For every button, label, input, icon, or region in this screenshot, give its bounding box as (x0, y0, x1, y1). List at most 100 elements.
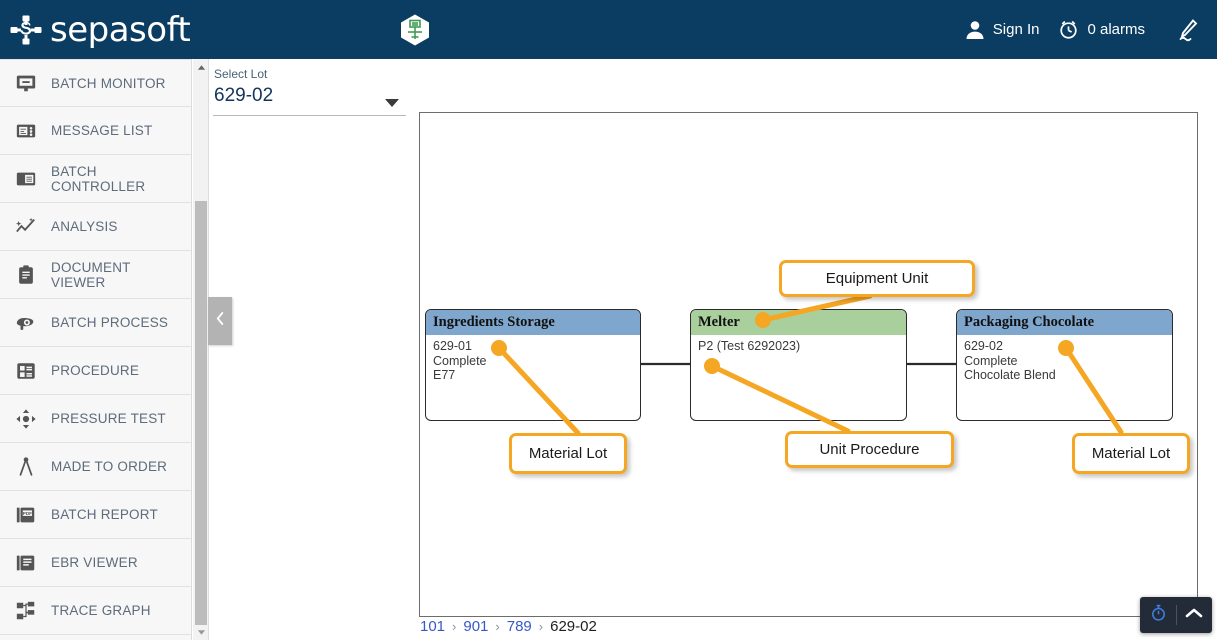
sidebar-item-trace-graph[interactable]: TRACE GRAPH (0, 587, 191, 635)
clipboard-icon (13, 262, 39, 288)
node-line: E77 (433, 368, 456, 382)
scroll-down-arrow-icon[interactable] (193, 624, 209, 640)
controller-panel-icon (13, 166, 39, 192)
node-line: 629-01 (433, 339, 472, 353)
sidebar-scrollbar[interactable] (193, 59, 209, 640)
sidebar-item-label: BATCH CONTROLLER (51, 163, 146, 194)
sidebar-item-label: BATCH MONITOR (51, 75, 166, 91)
node-body: 629-02 Complete Chocolate Blend (957, 335, 1172, 383)
chevron-up-icon (1184, 606, 1204, 625)
sidebar-item-message-list[interactable]: MESSAGE LIST (0, 107, 191, 155)
trend-chart-icon (13, 214, 39, 240)
node-body: P2 (Test 6292023) (691, 335, 906, 354)
sidebar-item-batch-controller[interactable]: BATCH CONTROLLER (0, 155, 191, 203)
node-title: Melter (691, 310, 906, 335)
annotation-callout: Unit Procedure (785, 431, 954, 468)
node-line: 629-02 (964, 339, 1003, 353)
select-lot-value[interactable]: 629-02 (214, 85, 274, 106)
batch-hexagon-icon[interactable] (398, 13, 432, 47)
annotation-callout: Material Lot (1072, 433, 1190, 474)
sidebar-item-procedure[interactable]: PROCEDURE (0, 347, 191, 395)
breadcrumb-separator: › (495, 619, 500, 634)
sidebar-item-ebr-viewer[interactable]: EBR VIEWER (0, 539, 191, 587)
stopwatch-button[interactable] (1141, 597, 1176, 633)
alarm-clock-icon (1057, 18, 1080, 41)
sidebar-item-label: MADE TO ORDER (51, 459, 168, 474)
annotation-label: Material Lot (1091, 445, 1171, 462)
user-icon (964, 19, 986, 41)
navigation-sidebar[interactable]: BATCH MONITOR MESSAGE LIST BATCH CONTROL… (0, 59, 192, 640)
breadcrumb-current: 629-02 (550, 618, 597, 635)
sidebar-item-made-to-order[interactable]: MADE TO ORDER (0, 443, 191, 491)
pen-signature-icon[interactable] (1175, 17, 1201, 43)
annotation-callout: Equipment Unit (779, 260, 975, 297)
breadcrumb-separator: › (538, 619, 544, 634)
sidebar-item-batch-monitor[interactable]: BATCH MONITOR (0, 59, 191, 107)
message-list-icon (13, 118, 39, 144)
node-title: Ingredients Storage (426, 310, 640, 335)
book-pages-icon (13, 550, 39, 576)
floating-toolbar (1140, 597, 1212, 633)
alarms-label: 0 alarms (1087, 21, 1145, 38)
node-title: Packaging Chocolate (957, 310, 1172, 335)
chevron-left-icon (215, 310, 226, 332)
breadcrumb-link[interactable]: 789 (506, 618, 532, 635)
expand-button[interactable] (1177, 597, 1212, 633)
chevron-down-icon[interactable] (385, 95, 399, 113)
diagram-node: Ingredients Storage 629-01 Complete E77 (425, 309, 641, 421)
select-lot-underline (213, 115, 406, 116)
svg-text:PDF: PDF (23, 511, 32, 516)
sidebar-item-label: BATCH REPORT (51, 507, 158, 522)
sidebar-item-batch-report[interactable]: PDF BATCH REPORT (0, 491, 191, 539)
sidebar-item-batch-process[interactable]: BATCH PROCESS (0, 299, 191, 347)
breadcrumb-link[interactable]: 901 (463, 618, 489, 635)
annotation-callout: Material Lot (509, 433, 627, 474)
sign-in-button[interactable]: Sign In (964, 19, 1040, 41)
header-actions: Sign In 0 alarms (946, 0, 1201, 59)
sidebar-item-label: PROCEDURE (51, 363, 140, 378)
sidebar-item-document-viewer[interactable]: DOCUMENT VIEWER (0, 251, 191, 299)
brand-logo[interactable]: sepasoft (10, 9, 191, 50)
breadcrumb-separator: › (452, 619, 457, 634)
sidebar-item-label: MESSAGE LIST (51, 123, 153, 138)
breadcrumb: 101 › 901 › 789 › 629-02 (420, 618, 597, 635)
scroll-up-arrow-icon[interactable] (193, 59, 209, 75)
annotation-label: Unit Procedure (819, 441, 920, 458)
scrollbar-thumb[interactable] (195, 201, 207, 625)
pdf-document-icon: PDF (13, 502, 39, 528)
lot-selector-panel: Select Lot 629-02 (210, 59, 417, 640)
select-lot-label: Select Lot (214, 67, 268, 81)
sidebar-item-label: BATCH PROCESS (51, 315, 169, 330)
sepasoft-logo-icon (10, 14, 42, 46)
node-line: Complete (964, 353, 1018, 368)
stopwatch-icon (1149, 603, 1168, 627)
process-gauge-icon (13, 310, 39, 336)
node-line: Complete (433, 353, 487, 368)
sign-in-label: Sign In (992, 21, 1040, 38)
sidebar-item-label: ANALYSIS (51, 219, 118, 234)
node-body: 629-01 Complete E77 (426, 335, 640, 383)
app-header: sepasoft (0, 0, 1217, 59)
monitor-icon (13, 70, 39, 96)
diagram-node: Packaging Chocolate 629-02 Complete Choc… (956, 309, 1173, 421)
sidebar-item-label: TRACE GRAPH (51, 603, 151, 618)
sidebar-item-label: PRESSURE TEST (51, 411, 166, 426)
node-graph-icon (13, 598, 39, 624)
node-line: Chocolate Blend (964, 368, 1056, 382)
panel-collapse-handle[interactable] (208, 297, 232, 345)
annotation-label: Equipment Unit (825, 270, 929, 287)
diagram-node: Melter P2 (Test 6292023) (690, 309, 907, 421)
four-arrows-icon (13, 406, 39, 432)
breadcrumb-link[interactable]: 101 (420, 618, 446, 635)
annotation-label: Material Lot (528, 445, 608, 462)
sidebar-item-pressure-test[interactable]: PRESSURE TEST (0, 395, 191, 443)
sidebar-item-label: DOCUMENT VIEWER (51, 259, 131, 290)
brand-name: sepasoft (50, 9, 191, 50)
procedure-grid-icon (13, 358, 39, 384)
node-line: P2 (Test 6292023) (698, 339, 801, 353)
trace-graph-canvas[interactable]: Ingredients Storage 629-01 Complete E77 … (419, 112, 1198, 617)
alarms-button[interactable]: 0 alarms (1057, 18, 1145, 41)
compass-icon (13, 454, 39, 480)
sidebar-item-analysis[interactable]: ANALYSIS (0, 203, 191, 251)
